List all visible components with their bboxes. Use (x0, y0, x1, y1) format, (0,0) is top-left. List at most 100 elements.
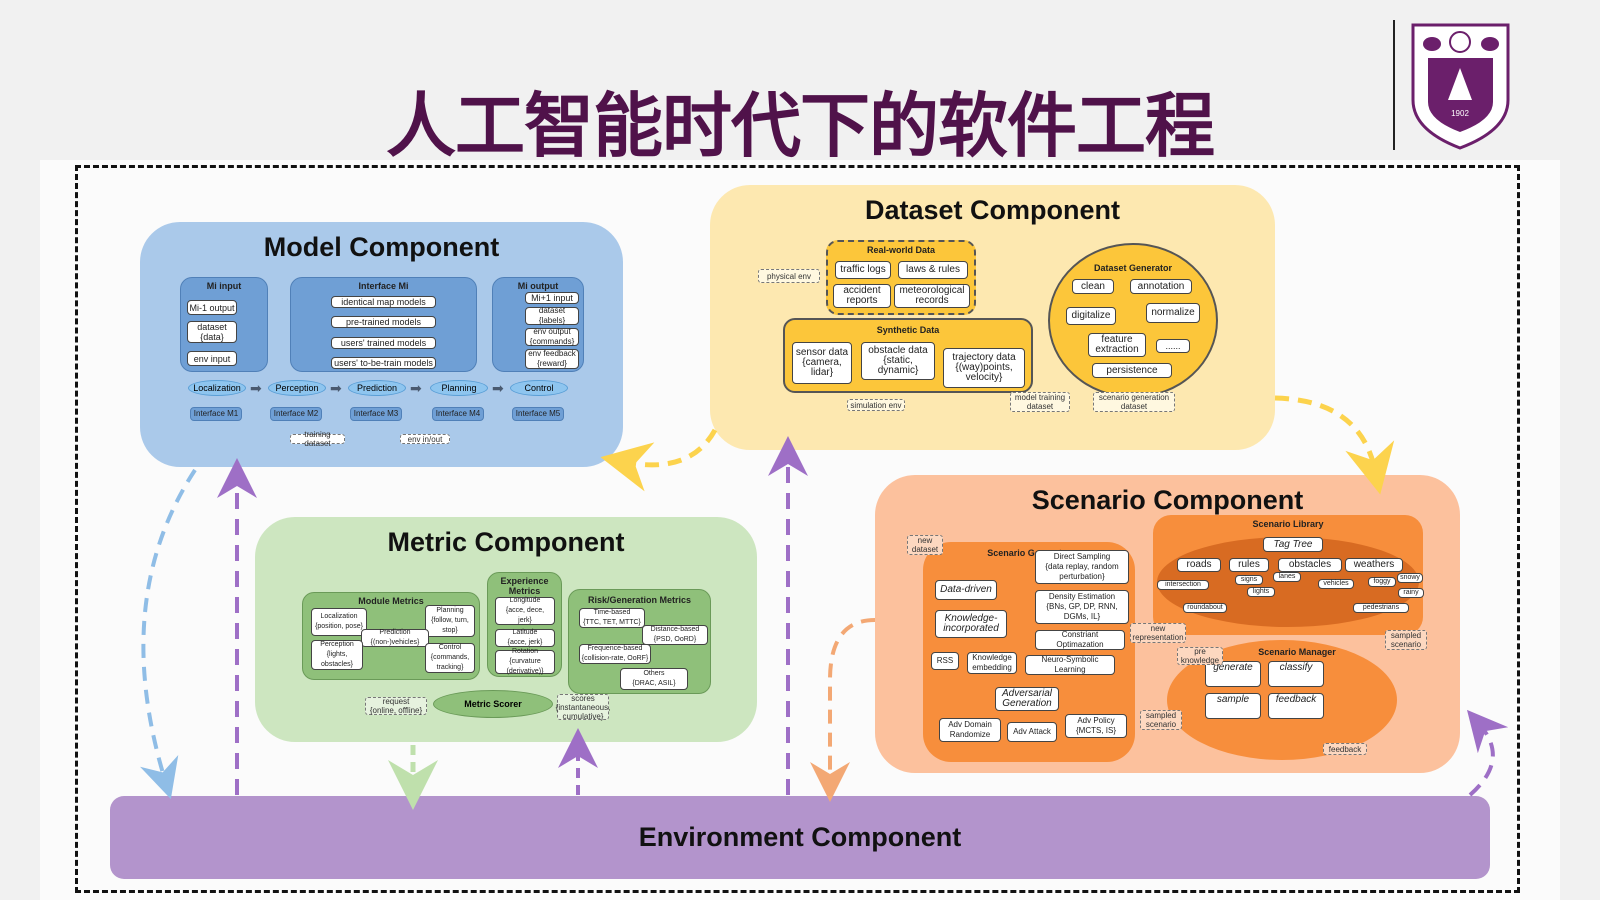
frequence-based-metric-box: Frequence-based {collision-rate, OoRF} (579, 644, 651, 664)
metric-scorer-ellipse: Metric Scorer (433, 690, 553, 718)
leaf-snowy: snowy (1397, 573, 1423, 583)
classify-action: classify (1268, 661, 1324, 687)
meteorological-records-box: meteorological records (894, 284, 970, 308)
time-based-metric-box: Time-based {TTC, TET, MTTC} (579, 608, 645, 628)
adv-policy-box: Adv Policy {MCTS, IS} (1065, 714, 1127, 738)
leaf-intersection: intersection (1157, 580, 1209, 590)
interface-m3-box: Interface M3 (350, 407, 402, 421)
users-to-be-train-models-box: users' to-be-train models (331, 357, 436, 369)
leaf-signs: signs (1235, 575, 1263, 585)
sample-label: sample (1216, 694, 1250, 705)
real-world-data-label: Real-world Data (866, 245, 935, 255)
module-metrics-group: Module Metrics Localization {position, p… (302, 592, 480, 680)
adv-attack-box: Adv Attack (1007, 722, 1057, 742)
rss-box: RSS (931, 652, 959, 670)
stage-control: Control (510, 380, 568, 396)
accident-reports-box: accident reports (833, 284, 891, 308)
tag-roads: roads (1177, 558, 1221, 572)
svg-text:1902: 1902 (1451, 109, 1469, 118)
normalize-box: normalize (1146, 303, 1200, 323)
density-estimation-box: Density Estimation {BNs, GP, DP, RNN, DG… (1035, 590, 1129, 624)
mi-output-group: Mi output Mi+1 input dataset {labels} en… (492, 277, 584, 372)
interface-m2-box: Interface M2 (270, 407, 322, 421)
flow-arrow-icon: ➡ (250, 380, 262, 396)
rotation-metric-box: Rotation {curvature (derivative)} (495, 648, 555, 675)
request-note: request {online, offline} (365, 697, 427, 715)
dataset-component-title: Dataset Component (864, 195, 1121, 225)
leaf-foggy: foggy (1368, 577, 1396, 587)
prediction-metric-box: Prediction {(non-)vehicles} (361, 629, 429, 647)
tag-obstacles: obstacles (1278, 558, 1342, 572)
environment-component: Environment Component (110, 796, 1490, 879)
mi-plus-1-input-box: Mi+1 input (525, 292, 579, 304)
feedback-note: feedback (1323, 743, 1367, 755)
dataset-generator-ellipse: Dataset Generator clean annotation digit… (1048, 243, 1218, 398)
physical-env-note: physical env (758, 269, 820, 283)
page-title: 人工智能时代下的软件工程 (386, 85, 1215, 167)
env-input-box: env input (187, 351, 237, 366)
feedback-action: feedback (1268, 693, 1324, 719)
generate-label: generate (1213, 662, 1253, 673)
identical-map-models-box: identical map models (331, 296, 436, 308)
scenario-generator-group: Scenario Generator Data-driven Knowledge… (923, 542, 1135, 762)
env-in-out-note: env in/out (400, 434, 450, 444)
synthetic-data-label: Synthetic Data (876, 325, 940, 335)
mi-input-label: Mi input (206, 281, 242, 291)
stage-planning: Planning (430, 380, 488, 396)
traffic-logs-box: traffic logs (835, 261, 891, 279)
flow-arrow-icon: ➡ (330, 380, 342, 396)
planning-metric-box: Planning {follow, turn, stop} (425, 605, 475, 637)
feature-extraction-box: feature extraction (1088, 333, 1146, 357)
experience-metrics-label: Experience Metrics (500, 576, 549, 596)
sensor-data-box: sensor data {camera, lidar} (792, 342, 852, 384)
interface-m4-box: Interface M4 (432, 407, 484, 421)
knowledge-incorporated-box: Knowledge- incorporated (935, 610, 1007, 638)
users-trained-models-box: users' trained models (331, 337, 436, 349)
leaf-lanes: lanes (1273, 572, 1301, 582)
tag-rules: rules (1229, 558, 1269, 572)
scenario-component: Scenario Component Scenario Generator Da… (875, 475, 1460, 773)
env-output-box: env output {commands} (525, 327, 579, 346)
risk-generation-metrics-group: Risk/Generation Metrics Time-based {TTC,… (568, 589, 711, 694)
localization-metric-box: Localization {position, pose} (311, 608, 367, 636)
flow-arrow-icon: ➡ (492, 380, 504, 396)
annotation-box: annotation (1130, 279, 1192, 294)
system-boundary (75, 165, 1520, 893)
digitalize-box: digitalize (1066, 307, 1116, 325)
control-metric-box: Control {commands, tracking} (425, 643, 475, 673)
model-component: Model Component Mi input Mi-1 output dat… (140, 222, 623, 467)
leaf-vehicles: vehicles (1318, 579, 1354, 589)
sampled-scenario-note-left: sampled scenario (1140, 710, 1182, 730)
stage-localization: Localization (188, 380, 246, 396)
environment-component-title: Environment Component (638, 822, 962, 852)
leaf-roundabout: roundabout (1183, 603, 1227, 613)
latitude-metric-box: Latitude {acce, jerk} (495, 629, 555, 647)
flow-arrow-icon: ➡ (410, 380, 422, 396)
mi-output-label: Mi output (517, 281, 559, 291)
adversarial-generation-box: Adversarial Generation (995, 687, 1059, 711)
perception-metric-box: Perception {lights, obstacles} (311, 640, 363, 670)
model-component-title: Model Component (263, 232, 500, 262)
scenario-generation-dataset-note: scenario generation dataset (1093, 392, 1175, 412)
laws-rules-box: laws & rules (898, 261, 968, 279)
experience-metrics-group: Experience Metrics Longitude {acce, dece… (487, 572, 562, 677)
dataset-data-box: dataset {data} (187, 321, 237, 343)
pre-trained-models-box: pre-trained models (331, 316, 436, 328)
stage-prediction: Prediction (348, 380, 406, 396)
sampled-scenario-note-right: sampled scenario (1385, 630, 1427, 650)
leaf-lights: lights (1247, 587, 1275, 597)
data-driven-box: Data-driven (935, 580, 997, 600)
risk-generation-metrics-label: Risk/Generation Metrics (587, 595, 692, 605)
interface-mi-group: Interface Mi identical map models pre-tr… (290, 277, 477, 372)
training-dataset-note: training dataset (290, 430, 345, 448)
scenario-component-title: Scenario Component (1031, 485, 1304, 515)
tag-weathers: weathers (1345, 558, 1403, 572)
simulation-env-note: simulation env (847, 399, 905, 411)
stage-perception: Perception (268, 380, 326, 396)
pre-knowledge-note: pre knowledge (1177, 647, 1223, 665)
scenario-manager-label: Scenario Manager (1258, 647, 1336, 657)
sample-action: sample (1205, 693, 1261, 719)
leaf-pedestrians: pedestrians (1353, 603, 1409, 613)
adv-domain-randomize-box: Adv Domain Randomize (939, 718, 1001, 742)
env-feedback-box: env feedback {reward} (525, 349, 579, 369)
